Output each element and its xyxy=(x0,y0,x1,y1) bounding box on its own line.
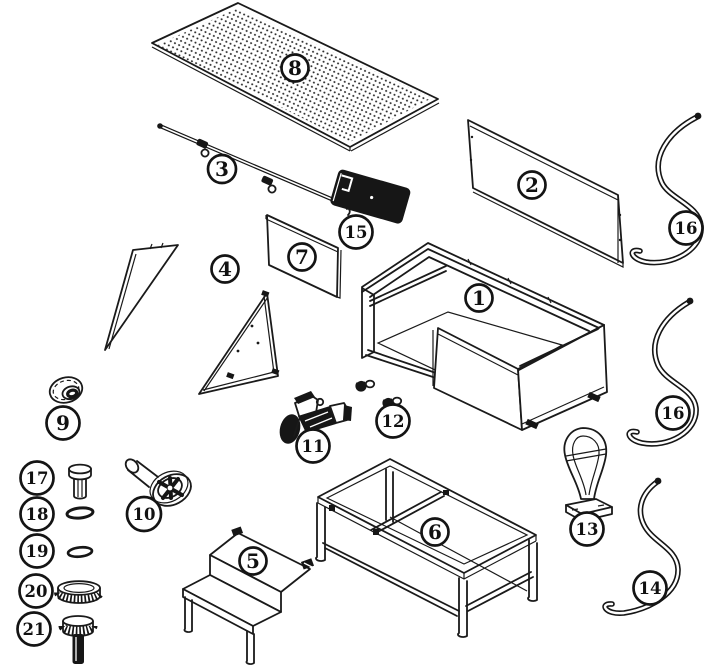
callout-4: 4 xyxy=(210,254,240,284)
callout-17: 17 xyxy=(19,460,55,496)
part-1-main-tub xyxy=(361,242,608,431)
part-3-support-rod xyxy=(157,123,351,216)
callout-8: 8 xyxy=(280,53,310,83)
part-4-triangle-panels xyxy=(104,242,280,395)
svg-text:1: 1 xyxy=(472,286,486,310)
svg-text:21: 21 xyxy=(23,620,46,639)
callout-1: 1 xyxy=(464,283,494,313)
callout-3: 3 xyxy=(206,153,238,185)
callout-13: 13 xyxy=(569,511,605,547)
svg-text:8: 8 xyxy=(288,56,302,80)
part-11-spray-valve xyxy=(279,391,352,444)
svg-text:19: 19 xyxy=(26,542,49,561)
callout-7: 7 xyxy=(287,242,317,272)
callout-5: 5 xyxy=(238,546,268,576)
callout-16-middle: 16 xyxy=(655,395,691,431)
svg-text:7: 7 xyxy=(295,245,309,269)
callout-16-upper: 16 xyxy=(668,210,704,246)
svg-text:17: 17 xyxy=(26,469,49,488)
callout-19: 19 xyxy=(19,533,55,569)
svg-text:14: 14 xyxy=(639,579,662,598)
svg-text:2: 2 xyxy=(525,173,539,197)
svg-text:10: 10 xyxy=(133,505,156,524)
svg-text:15: 15 xyxy=(345,223,368,242)
svg-text:18: 18 xyxy=(26,505,49,524)
part-15-rubber-pad xyxy=(330,169,411,224)
svg-text:9: 9 xyxy=(56,411,70,435)
part-18-o-ring xyxy=(65,506,95,520)
callout-18: 18 xyxy=(19,496,55,532)
callout-21: 21 xyxy=(16,611,52,647)
svg-text:20: 20 xyxy=(25,582,48,601)
part-6-stand-frame xyxy=(315,458,538,638)
part-17-cap-bolt xyxy=(68,463,92,500)
svg-text:16: 16 xyxy=(675,219,698,238)
callout-10: 10 xyxy=(125,495,163,533)
part-2-back-panel xyxy=(467,119,624,268)
part-21-knurled-screw xyxy=(58,615,98,664)
svg-text:6: 6 xyxy=(428,520,442,544)
callout-14: 14 xyxy=(632,570,668,606)
svg-text:3: 3 xyxy=(215,157,229,181)
svg-text:16: 16 xyxy=(662,404,685,423)
svg-text:12: 12 xyxy=(382,412,405,431)
svg-text:4: 4 xyxy=(218,257,232,281)
svg-text:11: 11 xyxy=(302,437,325,456)
svg-text:5: 5 xyxy=(246,549,260,573)
part-14-hose-long xyxy=(602,477,681,616)
callout-20: 20 xyxy=(18,573,54,609)
part-20-knurled-cap xyxy=(54,580,104,604)
callout-11: 11 xyxy=(295,428,331,464)
part-13-hanger-loop xyxy=(563,427,613,522)
callout-9: 9 xyxy=(45,405,81,441)
part-19-o-ring xyxy=(66,545,94,559)
callout-2: 2 xyxy=(517,170,547,200)
svg-text:13: 13 xyxy=(576,520,599,539)
callout-6: 6 xyxy=(420,517,450,547)
part-9-flanged-nut xyxy=(48,376,84,404)
part-16-hose-middle xyxy=(626,297,699,447)
callout-12: 12 xyxy=(375,403,411,439)
callout-15: 15 xyxy=(338,214,374,250)
